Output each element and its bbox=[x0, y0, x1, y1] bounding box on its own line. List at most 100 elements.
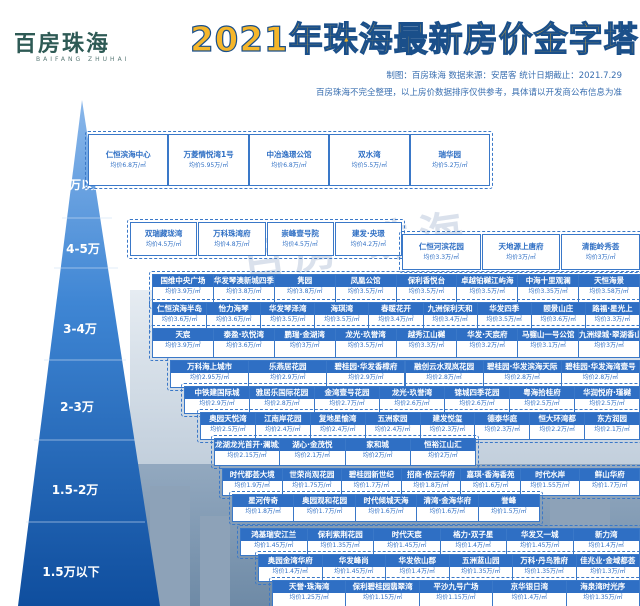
project-price: 均价2.4万/㎡ bbox=[374, 426, 411, 433]
project-name: 华发依山郡 bbox=[386, 555, 449, 567]
project-name: 碧桂园·华发香樟府 bbox=[327, 361, 405, 373]
project-name: 华发又一城 bbox=[507, 529, 573, 541]
project-name: 东方润园 bbox=[585, 413, 639, 425]
project-card: 华发琴澳新城四季峰景均价3.8万/㎡ bbox=[212, 274, 275, 306]
project-price: 均价2.9万/㎡ bbox=[199, 400, 235, 407]
project-card: 仁恒河滨花园均价3.3万/㎡ bbox=[402, 234, 481, 270]
tier-label: 1.5万以下 bbox=[42, 565, 100, 579]
project-card: 天宸均价3.9万/㎡ bbox=[152, 328, 214, 358]
project-name: 奥园天悦湾 bbox=[201, 413, 255, 425]
project-price: 均价1.8万/㎡ bbox=[413, 482, 449, 489]
project-price: 均价3.4万/㎡ bbox=[432, 316, 468, 323]
project-name: 恒裕江山汇 bbox=[410, 439, 475, 451]
project-card: 万科珠湾府均价4.8万/㎡ bbox=[198, 222, 266, 256]
project-name: 鹏瑞·金湖湾 bbox=[274, 329, 335, 341]
tier-row bbox=[85, 131, 493, 189]
project-price: 均价2.6万/㎡ bbox=[459, 400, 495, 407]
project-card: 国维中央广场均价3.9万/㎡ bbox=[152, 274, 214, 306]
project-name: 佳兆业·金域都荟 bbox=[576, 555, 639, 567]
project-price: 均价1.4万/㎡ bbox=[455, 542, 492, 549]
project-price: 均价3万/㎡ bbox=[585, 253, 616, 261]
project-price: 均价1.6万/㎡ bbox=[429, 508, 466, 515]
project-price: 均价2.3万/㎡ bbox=[484, 426, 521, 433]
project-name: 江南岸花园 bbox=[255, 413, 310, 425]
project-name: 海泉湾时光序 bbox=[566, 581, 639, 593]
project-name: 京华银日湾 bbox=[493, 581, 566, 593]
tier-label: 4-5万 bbox=[66, 242, 100, 256]
project-name: 颐景山庄 bbox=[531, 303, 585, 315]
project-card: 越秀江山樾均价3.3万/㎡ bbox=[395, 328, 458, 358]
project-price: 均价5.95万/㎡ bbox=[188, 161, 229, 169]
project-name: 鸿基瑞安江兰 bbox=[241, 529, 307, 541]
project-name: 仁恒滨海中心 bbox=[89, 148, 168, 161]
project-price: 均价3.5万/㎡ bbox=[347, 288, 384, 295]
project-name: 万菱情悦湾1号 bbox=[169, 148, 248, 161]
project-price: 均价1.75万/㎡ bbox=[292, 482, 332, 489]
project-name: 仁恒滨海半岛 bbox=[153, 303, 207, 315]
project-name: 万科·丹鸟雅府 bbox=[513, 555, 576, 567]
project-name: 融创云水观岚花园 bbox=[405, 361, 483, 373]
project-price: 均价3.6万/㎡ bbox=[540, 316, 577, 323]
project-price: 均价3.5万/㎡ bbox=[469, 288, 506, 295]
project-name: 乐燕居花园 bbox=[249, 361, 327, 373]
project-price: 均价1.4万/㎡ bbox=[272, 568, 309, 575]
project-card: 天地源上唐府均价3万/㎡ bbox=[481, 234, 561, 270]
project-card: 龙湖龙光首开·澜城大境均价2.15万/㎡ bbox=[214, 438, 281, 466]
project-name: 金湾壹号花园 bbox=[315, 387, 379, 399]
project-name: 嘉琪·香海香苑 bbox=[461, 469, 520, 481]
project-card: 双瑞藏珑湾均价4.5万/㎡ bbox=[130, 222, 198, 256]
project-name: 龙光·玖誉湾 bbox=[335, 329, 396, 341]
brand-logo: 百房珠海 BAIFANG ZHUHAI bbox=[14, 26, 129, 63]
project-price: 均价1.15万/㎡ bbox=[362, 594, 403, 601]
project-price: 均价1.8万/㎡ bbox=[245, 508, 281, 515]
project-price: 均价3万/㎡ bbox=[506, 253, 536, 261]
project-price: 均价2.8万/㎡ bbox=[426, 374, 462, 381]
project-price: 均价2.1万/㎡ bbox=[594, 426, 630, 433]
project-card: 中海十里观澜均价3.35万/㎡ bbox=[517, 274, 580, 306]
meta-info: 制图：百房珠海 数据来源：安居客 统计日期截止：2021.7.29 百房珠海不完… bbox=[316, 68, 622, 102]
meta-source: 制图：百房珠海 数据来源：安居客 统计日期截止：2021.7.29 bbox=[386, 71, 622, 81]
project-price: 均价3万/㎡ bbox=[594, 342, 624, 349]
project-name: 清湾·金海华府 bbox=[417, 495, 478, 507]
project-name: 誉峰 bbox=[478, 495, 539, 507]
project-card: 马骝山一号公馆均价3.1万/㎡ bbox=[517, 328, 580, 358]
project-name: 华发·天宸府 bbox=[457, 329, 518, 341]
project-price: 均价3.1万/㎡ bbox=[530, 342, 566, 349]
project-name: 五洲家园 bbox=[365, 413, 420, 425]
project-name: 中海十里观澜 bbox=[518, 275, 579, 287]
logo-text: 百房珠海 bbox=[14, 32, 111, 57]
project-name: 瑞华园 bbox=[410, 148, 489, 161]
project-price: 均价2.5万/㎡ bbox=[589, 400, 625, 407]
project-card: 德泰华庭均价2.3万/㎡ bbox=[474, 412, 531, 440]
project-card: 海泉湾时光序均价1.35万/㎡ bbox=[565, 580, 640, 606]
project-name: 路福·星光上 bbox=[585, 303, 639, 315]
project-card: 九洲绿城·翠湖香山均价3万/㎡ bbox=[578, 328, 640, 358]
project-price: 均价4.5万/㎡ bbox=[145, 240, 182, 248]
project-card: 天恒海景均价3.58万/㎡ bbox=[578, 274, 640, 306]
project-card: 崇峰壹号院均价4.5万/㎡ bbox=[266, 222, 334, 256]
project-price: 均价3.35万/㎡ bbox=[528, 288, 568, 295]
project-name: 华发琴泽湾 bbox=[261, 303, 315, 315]
project-price: 均价1.25万/㎡ bbox=[289, 594, 329, 601]
project-name: 崇峰壹号院 bbox=[267, 227, 333, 240]
project-card: 星河传奇均价1.8万/㎡ bbox=[232, 494, 295, 522]
project-price: 均价3.5万/㎡ bbox=[269, 316, 306, 323]
tier-row bbox=[399, 231, 640, 273]
project-card: 建发·央璟均价4.2万/㎡ bbox=[334, 222, 402, 256]
project-name: 仁恒河滨花园 bbox=[403, 240, 480, 253]
project-name: 泰盈·玖悦湾 bbox=[213, 329, 274, 341]
project-price: 均价3.3万/㎡ bbox=[408, 342, 445, 349]
project-price: 均价4.8万/㎡ bbox=[214, 240, 250, 248]
project-name: 龙湖龙光首开·澜城大境 bbox=[215, 439, 280, 451]
project-price: 均价3.3万/㎡ bbox=[594, 316, 631, 323]
pyramid-shape bbox=[18, 100, 160, 606]
project-price: 均价2.4万/㎡ bbox=[265, 426, 301, 433]
project-name: 越秀江山樾 bbox=[396, 329, 457, 341]
project-name: 恒大环湾都 bbox=[530, 413, 585, 425]
project-name: 碧桂园·华发海湾壹号 bbox=[561, 361, 639, 373]
project-price: 均价5.2万/㎡ bbox=[432, 161, 468, 169]
project-name: 奥园金湾华府 bbox=[259, 555, 322, 567]
tier-row bbox=[269, 577, 640, 606]
project-price: 均价2.8万/㎡ bbox=[504, 374, 541, 381]
